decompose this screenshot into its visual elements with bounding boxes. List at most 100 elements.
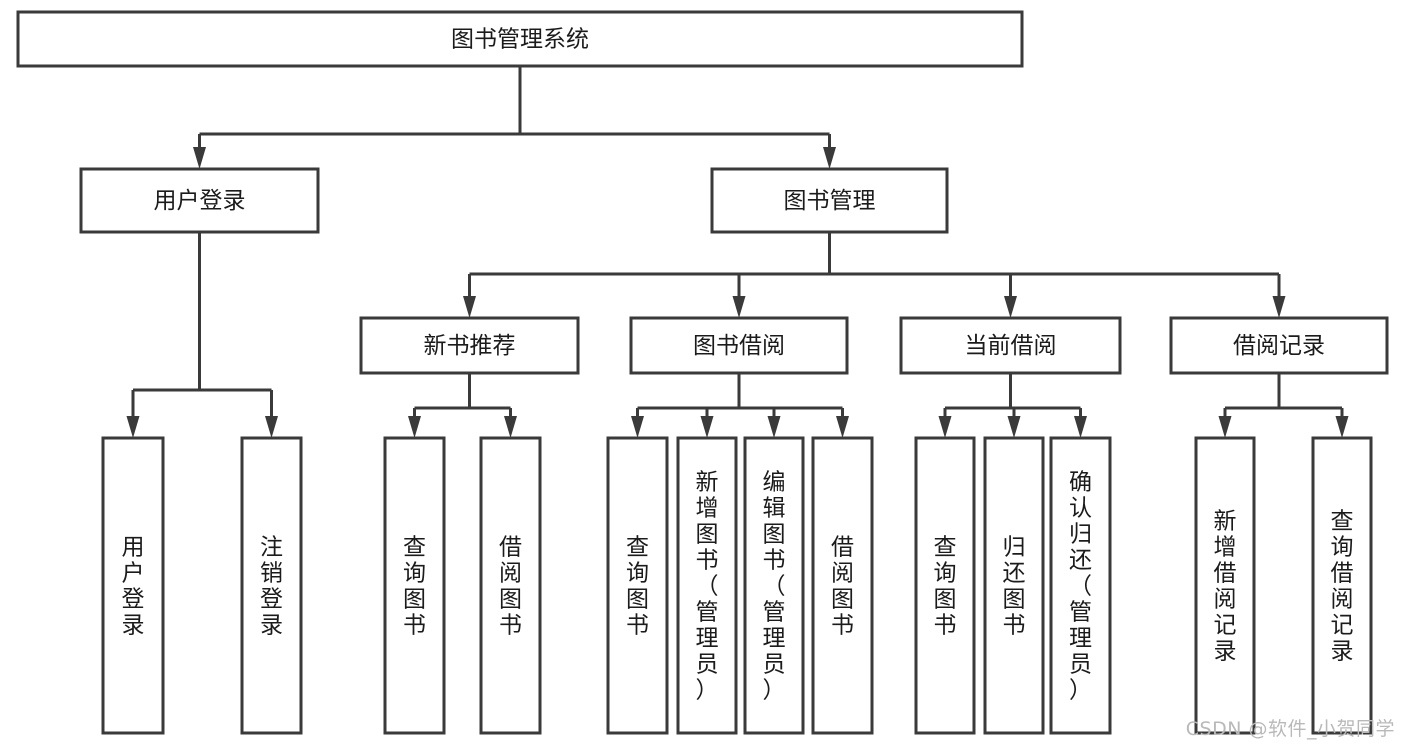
node-book-borrow[interactable]: 图书借阅	[629, 316, 849, 375]
connector-lines	[126, 66, 1349, 438]
node-leaf-query-book-2-box	[606, 436, 669, 735]
node-leaf-query-book-1-box	[383, 436, 446, 735]
node-current-borrow-box	[899, 316, 1122, 375]
node-leaf-user-login[interactable]: 用户登录	[101, 436, 165, 735]
node-leaf-logout-label-char: 录	[260, 613, 283, 639]
node-leaf-query-book-2-label-char: 查	[626, 535, 649, 561]
node-leaf-query-record-label-char: 录	[1331, 639, 1354, 665]
node-leaf-add-book-label-char: 书	[696, 548, 719, 574]
node-leaf-add-book-box	[676, 436, 738, 735]
node-leaf-add-record-label-char: 增	[1214, 535, 1237, 561]
node-leaf-confirm-return-label-char: 员	[1069, 652, 1092, 678]
node-book-borrow-box	[629, 316, 849, 375]
node-new-book-recommend-box	[359, 316, 580, 375]
node-leaf-user-login-label-char: 录	[122, 613, 145, 639]
node-leaf-logout-label-char: 登	[260, 587, 283, 613]
node-leaf-edit-book-label-char: 图	[763, 522, 786, 548]
node-leaf-return-book-label-char: 归	[1003, 535, 1026, 561]
node-leaf-query-record-label-char: 查	[1331, 509, 1354, 535]
node-leaf-return-book-label-char: 书	[1003, 613, 1026, 639]
node-leaf-confirm-return-label-char: 管	[1069, 600, 1092, 626]
node-leaf-confirm-return-label-char: 确	[1069, 470, 1092, 496]
bookmanage-to-level3-arrow-3	[1272, 296, 1286, 318]
user-login-to-leaves-arrow-1	[265, 416, 278, 438]
node-leaf-return-book-label-char: 图	[1003, 587, 1026, 613]
root-to-level2-arrow-0	[193, 147, 206, 169]
node-leaf-query-record-label-char: 阅	[1331, 587, 1354, 613]
node-user-login-box	[79, 167, 320, 234]
node-leaf-borrow-book-1-label-char: 书	[499, 613, 522, 639]
node-leaf-add-record-label-char: 录	[1214, 639, 1237, 665]
node-leaf-confirm-return-label-char: ）	[1069, 678, 1092, 704]
node-leaf-borrow-book-1-label-char: 图	[499, 587, 522, 613]
node-leaf-add-record-label-char: 阅	[1214, 587, 1237, 613]
node-leaf-query-book-2-label-char: 书	[626, 613, 649, 639]
node-leaf-query-book-3-label-char: 书	[934, 613, 957, 639]
node-leaf-query-book-3-box	[914, 436, 976, 735]
node-leaf-edit-book-box	[743, 436, 805, 735]
node-leaf-borrow-book-1-box	[479, 436, 542, 735]
node-book-manage-label: 图书管理	[784, 188, 876, 214]
node-leaf-borrow-book-2-label-char: 图	[831, 587, 854, 613]
node-leaf-query-book-3-label-char: 询	[934, 561, 957, 587]
node-leaf-query-book-2-label-char: 询	[626, 561, 649, 587]
node-leaf-return-book-box	[983, 436, 1045, 735]
node-borrow-record-label: 借阅记录	[1233, 333, 1325, 359]
book-borrow-to-leaves-arrow-3	[836, 416, 849, 438]
new-book-recommend-to-leaves-arrow-0	[408, 416, 421, 438]
node-root[interactable]: 图书管理系统	[16, 10, 1024, 68]
node-leaf-query-book-1-label-char: 图	[403, 587, 426, 613]
node-new-book-recommend-label: 新书推荐	[424, 333, 516, 359]
node-leaf-borrow-book-2-label-char: 阅	[831, 561, 854, 587]
node-leaf-add-book-label-char: 新	[696, 470, 719, 496]
node-leaf-add-book-label-char: 理	[696, 626, 719, 652]
node-leaf-confirm-return-label-char: 理	[1069, 626, 1092, 652]
node-leaf-add-book-label-char: 管	[696, 600, 719, 626]
node-leaf-confirm-return-box	[1049, 436, 1112, 735]
node-leaf-edit-book-label-char: 员	[763, 652, 786, 678]
node-leaf-query-record-label-char: 借	[1331, 561, 1354, 587]
node-leaf-edit-book-label-char: 理	[763, 626, 786, 652]
node-leaf-edit-book-label-char: 管	[763, 600, 786, 626]
node-user-login[interactable]: 用户登录	[79, 167, 320, 234]
node-book-manage-box	[710, 167, 949, 234]
new-book-recommend-to-leaves-arrow-1	[504, 416, 517, 438]
node-leaf-edit-book-label-char: （	[763, 574, 786, 600]
root-to-level2-arrow-1	[823, 147, 836, 169]
node-leaf-borrow-book-1-label-char: 阅	[499, 561, 522, 587]
watermark-label: CSDN @软件_小贺同学	[1185, 718, 1395, 740]
node-current-borrow[interactable]: 当前借阅	[899, 316, 1122, 375]
node-leaf-borrow-book-2-label-char: 书	[831, 613, 854, 639]
node-book-manage[interactable]: 图书管理	[710, 167, 949, 234]
node-new-book-recommend[interactable]: 新书推荐	[359, 316, 580, 375]
node-leaf-confirm-return-label-char: 归	[1069, 522, 1092, 548]
node-leaf-query-book-1-label-char: 书	[403, 613, 426, 639]
node-leaf-user-login-label-char: 登	[122, 587, 145, 613]
node-leaf-edit-book-label-char: ）	[763, 678, 786, 704]
node-leaf-user-login-box	[101, 436, 165, 735]
node-leaf-add-book-label-char: 员	[696, 652, 719, 678]
node-leaf-confirm-return-label-char: 还	[1069, 548, 1092, 574]
node-leaf-logout-label-char: 注	[260, 535, 283, 561]
node-leaf-borrow-book-1-label-char: 借	[499, 535, 522, 561]
bookmanage-to-level3-arrow-2	[1004, 296, 1017, 318]
node-leaf-add-record-box	[1194, 436, 1256, 735]
node-leaf-query-book-2-label-char: 图	[626, 587, 649, 613]
node-leaf-query-record-label-char: 记	[1331, 613, 1354, 639]
node-borrow-record-box	[1169, 316, 1389, 375]
node-borrow-record[interactable]: 借阅记录	[1169, 316, 1389, 375]
node-leaf-add-book-label-char: 增	[696, 496, 719, 522]
